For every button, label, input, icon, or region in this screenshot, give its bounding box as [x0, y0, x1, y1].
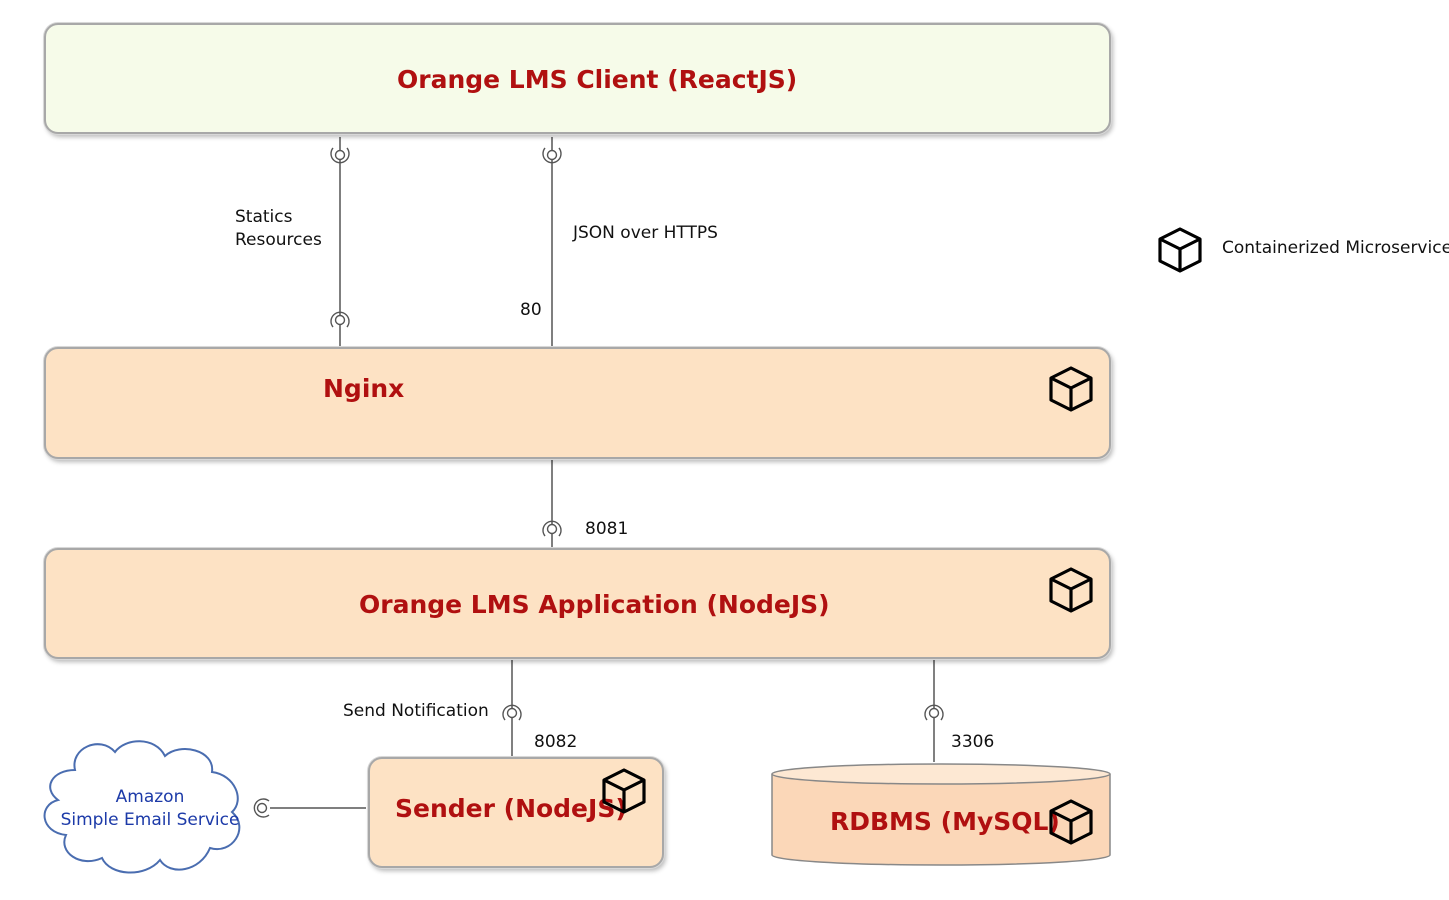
statics-label-line1: Statics [235, 207, 293, 227]
cloud-label-line2: Simple Email Service [60, 810, 240, 830]
statics-label: Statics Resources [235, 206, 322, 252]
nginx-title: Nginx [323, 374, 405, 403]
statics-label-line2: Resources [235, 230, 322, 250]
port-8081-label: 8081 [585, 519, 629, 539]
port-3306-label: 3306 [951, 732, 995, 752]
json-label: JSON over HTTPS [573, 223, 718, 243]
container-cube-icon [1049, 567, 1093, 613]
socket-icon [330, 311, 350, 328]
container-cube-icon [1049, 366, 1093, 412]
sender-title: Sender (NodeJS) [395, 794, 627, 823]
socket-icon [502, 704, 522, 721]
container-cube-icon [602, 768, 646, 814]
database-cylinder [771, 763, 1111, 866]
send-notification-label: Send Notification [343, 701, 489, 721]
socket-icon [542, 147, 562, 164]
port-80-label: 80 [520, 300, 542, 320]
client-node: Orange LMS Client (ReactJS) [44, 23, 1111, 134]
app-title: Orange LMS Application (NodeJS) [359, 590, 830, 619]
socket-icon [542, 520, 562, 537]
cloud-label-line1: Amazon [115, 787, 185, 807]
cloud-label: Amazon Simple Email Service [60, 786, 240, 832]
socket-icon [253, 798, 270, 818]
legend-label: Containerized Microservice [1222, 238, 1449, 258]
nginx-node: Nginx [44, 347, 1111, 459]
app-node: Orange LMS Application (NodeJS) [44, 548, 1111, 659]
db-title: RDBMS (MySQL) [830, 807, 1060, 836]
port-8082-label: 8082 [534, 732, 578, 752]
client-title: Orange LMS Client (ReactJS) [397, 65, 798, 94]
container-cube-icon [1049, 799, 1093, 845]
socket-icon [330, 147, 350, 164]
cloud-shape [43, 740, 241, 874]
legend-cube-icon [1158, 227, 1202, 273]
socket-icon [924, 704, 944, 721]
